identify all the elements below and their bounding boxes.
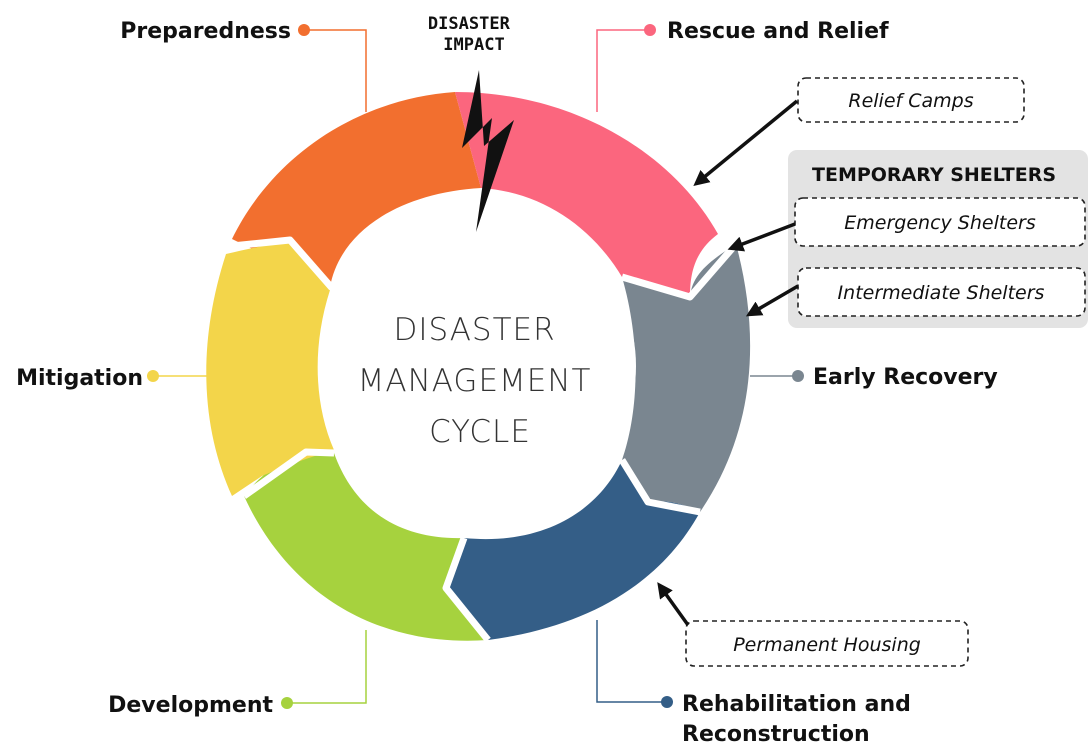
intermediate-shelters-text: Intermediate Shelters [838, 282, 1045, 304]
bullet-dot-icon [661, 696, 673, 708]
leader-line-rehabilitation [596, 620, 667, 703]
center-circle [324, 210, 636, 522]
phase-label-early-recovery: Early Recovery [813, 365, 998, 390]
leader-line-development [287, 630, 367, 704]
phase-label-development: Development [108, 693, 273, 718]
bullet-dot-icon [644, 24, 656, 36]
intermediate-shelters-box [797, 267, 1086, 317]
lightning-bolt-icon [462, 70, 514, 232]
relief-camps-arrow-icon [693, 99, 799, 186]
temporary-shelters-title: TEMPORARY SHELTERS [812, 164, 1056, 186]
bullet-dot-icon [147, 370, 159, 382]
bullet-dot-icon [298, 24, 310, 36]
segment-rescue-and-relief [455, 92, 718, 297]
permanent-housing-text: Permanent Housing [733, 634, 921, 656]
emergency-shelters-arrow-icon [727, 222, 796, 252]
segment-rehabilitation-and-reconstruction [446, 460, 700, 640]
permanent-housing-arrow-icon [657, 582, 690, 627]
leader-line-rescue-and-relief [596, 29, 650, 112]
impact-label-line: DISASTER [428, 14, 511, 34]
phase-label-mitigation: Mitigation [16, 366, 143, 391]
bullet-dot-icon [792, 370, 804, 382]
leader-line-preparedness [304, 29, 367, 112]
bullet-dot-icon [281, 697, 293, 709]
impact-label-line: IMPACT [443, 35, 504, 55]
center-title-line: CYCLE [429, 414, 531, 450]
emergency-shelters-text: Emergency Shelters [844, 212, 1036, 234]
permanent-housing-box [685, 620, 969, 667]
segment-gaps [231, 236, 739, 643]
phase-label-rehabilitation-and-reconstruction: Rehabilitation and Reconstruction [682, 692, 919, 747]
phase-label-rescue-and-relief: Rescue and Relief [667, 19, 889, 44]
relief-camps-box [797, 77, 1025, 123]
emergency-shelters-box [794, 197, 1086, 247]
disaster-impact-label: DISASTER IMPACT [428, 14, 520, 55]
segment-early-recovery [622, 244, 751, 512]
relief-camps-text: Relief Camps [848, 90, 973, 112]
segment-mitigation [206, 240, 334, 496]
intermediate-shelters-arrow-icon [745, 284, 799, 317]
center-title: DISASTER MANAGEMENT CYCLE [358, 312, 603, 450]
center-title-line: MANAGEMENT [358, 363, 592, 399]
center-title-line: DISASTER [393, 312, 555, 348]
segment-development [244, 452, 488, 641]
segment-preparedness [232, 92, 481, 287]
phase-label-preparedness: Preparedness [120, 19, 291, 44]
